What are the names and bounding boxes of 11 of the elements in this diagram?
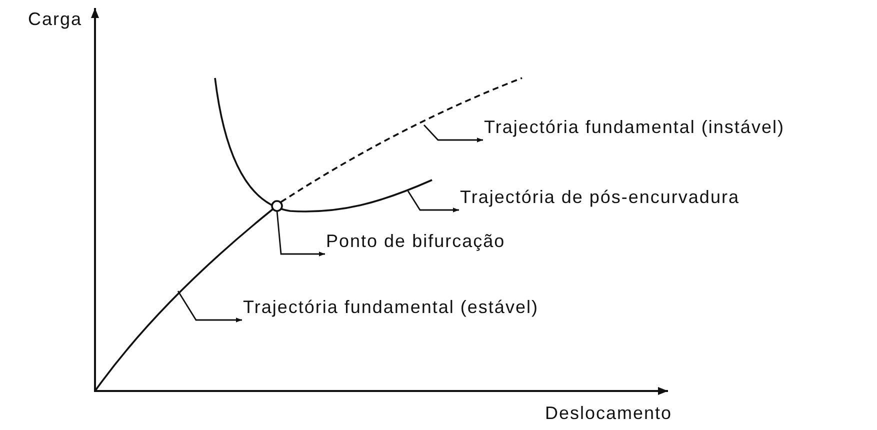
leader-line [177, 290, 242, 322]
axis-label: Carga [28, 8, 82, 30]
leader-line [407, 190, 459, 212]
curve-label: Trajectória fundamental (instável) [484, 116, 784, 138]
point-label: Ponto de bifurcação [326, 230, 506, 252]
curve-label: Trajectória de pós-encurvadura [460, 186, 740, 208]
curve-label: Trajectória fundamental (estável) [243, 296, 538, 318]
leader-line [423, 124, 483, 142]
axis-label: Deslocamento [545, 402, 672, 424]
leader-line [276, 210, 325, 256]
curve [214, 78, 432, 212]
